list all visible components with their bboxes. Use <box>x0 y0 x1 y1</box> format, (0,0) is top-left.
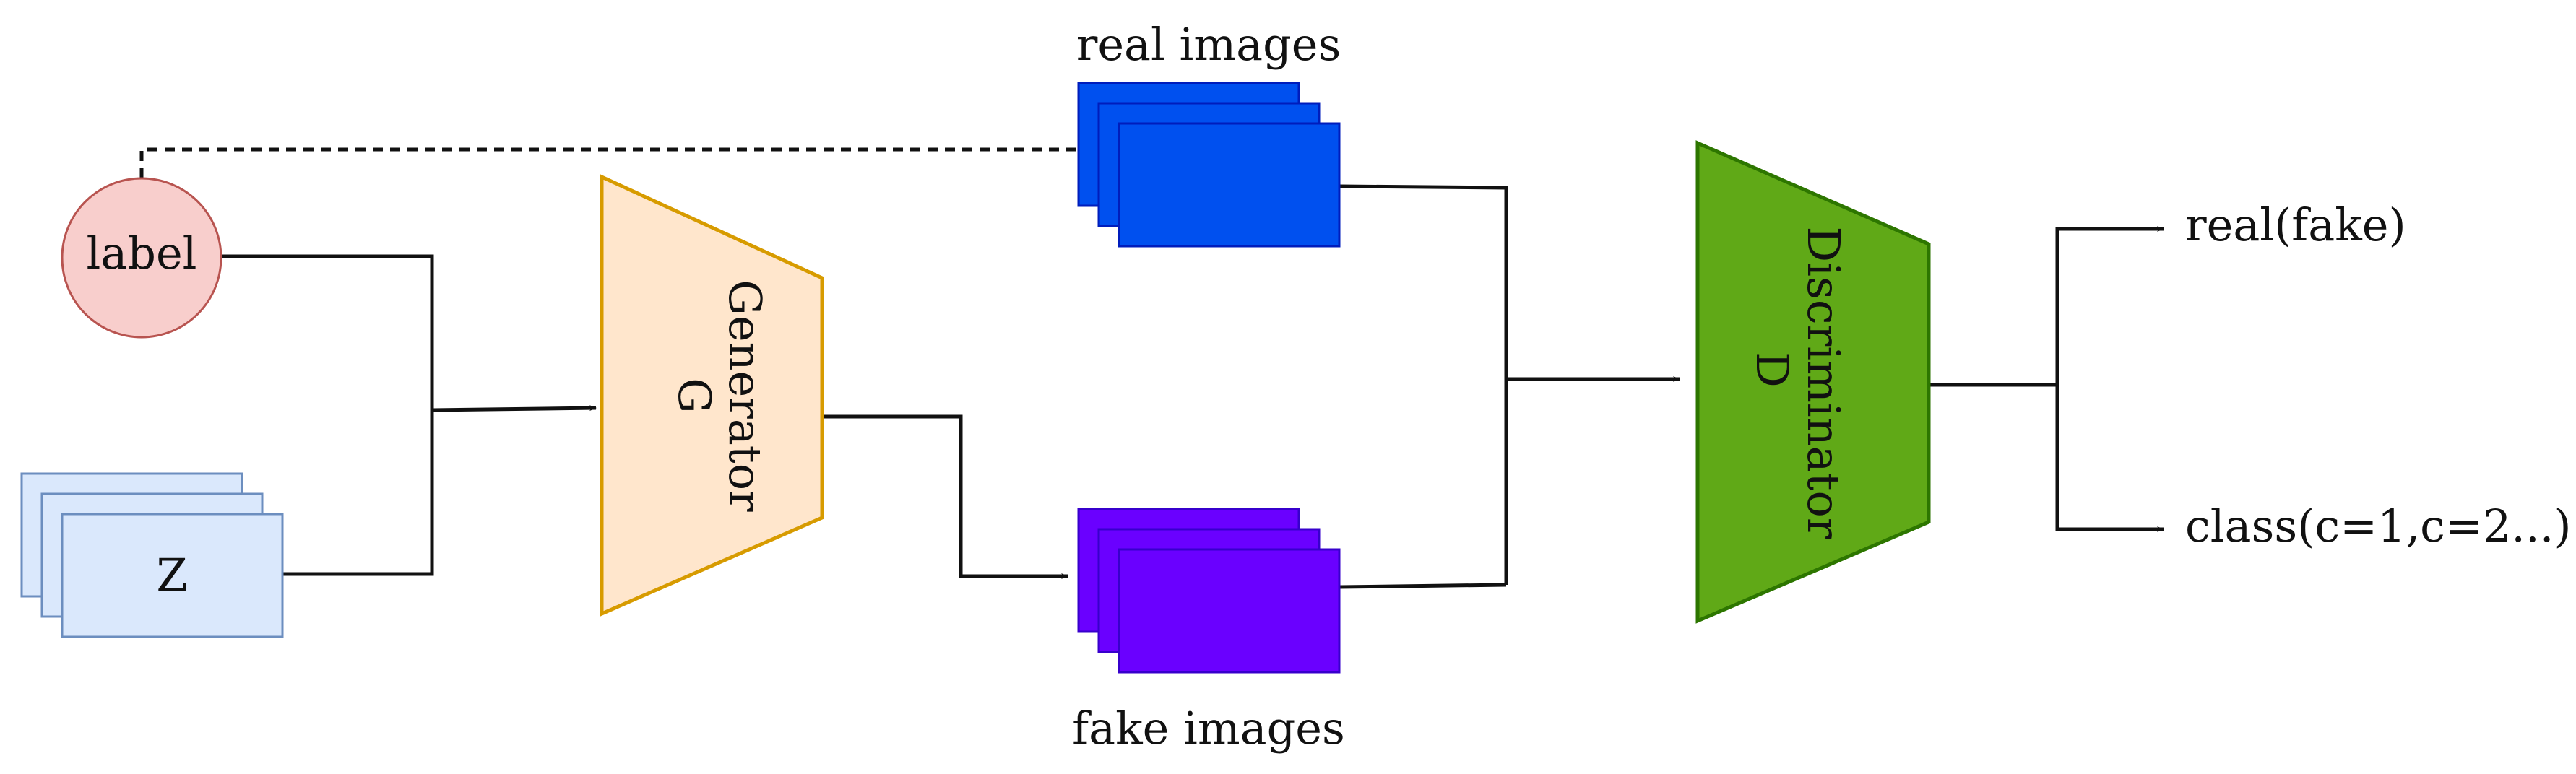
z-layer-front <box>61 513 284 638</box>
generator-block: Generator G <box>600 174 824 617</box>
generator-symbol: G <box>668 378 721 414</box>
output-real-fake-arrow <box>2055 226 2164 385</box>
discriminator-symbol: D <box>1746 352 1799 388</box>
generator-title: Generator <box>719 279 771 512</box>
fake-images-caption: fake images <box>1072 702 1345 755</box>
merge-to-generator-arrow <box>431 405 597 412</box>
output-class-arrow <box>2055 385 2164 532</box>
fake-image-front <box>1118 548 1341 674</box>
z-to-merge-line <box>282 410 434 576</box>
real-images-caption: real images <box>1076 18 1341 71</box>
real-image-front <box>1118 122 1341 248</box>
fake-to-merge-line <box>1339 583 1507 589</box>
generator-trapezoid <box>600 174 824 617</box>
real-images: real images <box>1076 18 1341 248</box>
real-to-merge-line <box>1339 184 1508 585</box>
label-text: label <box>86 227 196 279</box>
discriminator-title: Discriminator <box>1797 227 1850 539</box>
label-to-real-dashed-line <box>139 147 1080 178</box>
label-node: label <box>61 177 222 339</box>
connectors <box>139 147 2164 589</box>
discriminator-trapezoid <box>1695 140 1931 624</box>
outputs: real(fake) class(c=1,c=2...) <box>2185 199 2572 552</box>
z-text: Z <box>156 549 187 601</box>
generator-to-fake-arrow <box>824 414 1068 579</box>
output-real-fake: real(fake) <box>2185 199 2406 251</box>
discriminator-block: Discriminator D <box>1695 140 1931 624</box>
label-to-merge-line <box>220 254 434 410</box>
fake-images: fake images <box>1072 508 1345 755</box>
output-class: class(c=1,c=2...) <box>2185 500 2572 552</box>
z-node: Z <box>20 472 284 638</box>
label-circle <box>61 177 222 339</box>
